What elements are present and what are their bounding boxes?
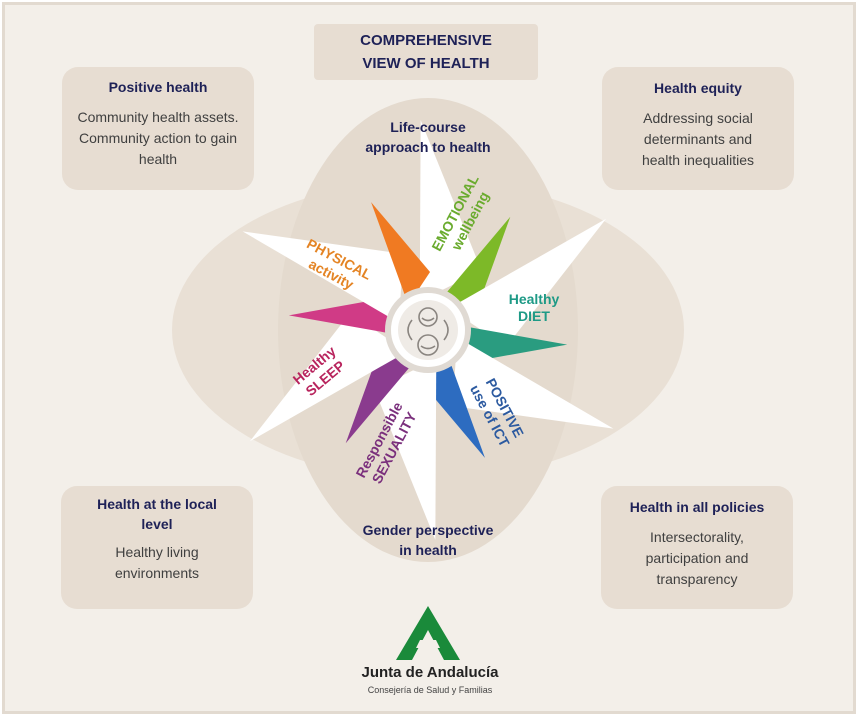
junta-logo-icon [396, 606, 460, 660]
petal-color-blade [288, 299, 397, 335]
healthy-diet-label: Healthy DIET [508, 291, 560, 324]
petal-white-blade [419, 120, 482, 302]
petal-white-blade [448, 218, 607, 347]
local-level-card: Health at the local level Healthy living… [61, 486, 253, 609]
card-text: Community health assets. Community actio… [77, 109, 239, 167]
card-text: Healthy living environments [114, 544, 200, 581]
page-title: COMPREHENSIVE VIEW OF HEALTH [314, 24, 538, 80]
petal-color-blade [425, 355, 485, 458]
card-title: Positive health [108, 79, 208, 95]
petal-color-blade [439, 216, 511, 303]
logo-name: Junta de Andalucía [361, 664, 499, 681]
petal-white-blade [452, 337, 614, 429]
petal-color-blade [459, 325, 568, 361]
petal-group [242, 120, 614, 540]
baby-icon [407, 307, 449, 356]
petal-white-blade [374, 358, 437, 540]
petal-white-blade [242, 231, 404, 323]
petal-color-blade [345, 357, 417, 444]
all-policies-card: Health in all policies Intersectorality,… [601, 486, 793, 609]
petal-color-blade [371, 202, 431, 305]
card-text: Intersectorality, participation and tran… [645, 529, 749, 587]
card-title: Health equity [654, 80, 742, 96]
card-title: Health in all policies [629, 499, 765, 515]
card-title: Health at the local level [97, 496, 217, 532]
life-course-label: Life-course approach to health [365, 119, 491, 155]
petal-white-blade [249, 313, 408, 442]
gender-perspective-label: Gender perspective in health [362, 522, 494, 558]
health-equity-card: Health equity Addressing social determin… [602, 67, 794, 190]
positive-health-card: Positive health Community health assets.… [62, 67, 254, 190]
center-inner [398, 300, 458, 360]
card-text: Addressing social determinants and healt… [641, 110, 755, 168]
logo-subtitle: Consejería de Salud y Familias [367, 685, 493, 695]
